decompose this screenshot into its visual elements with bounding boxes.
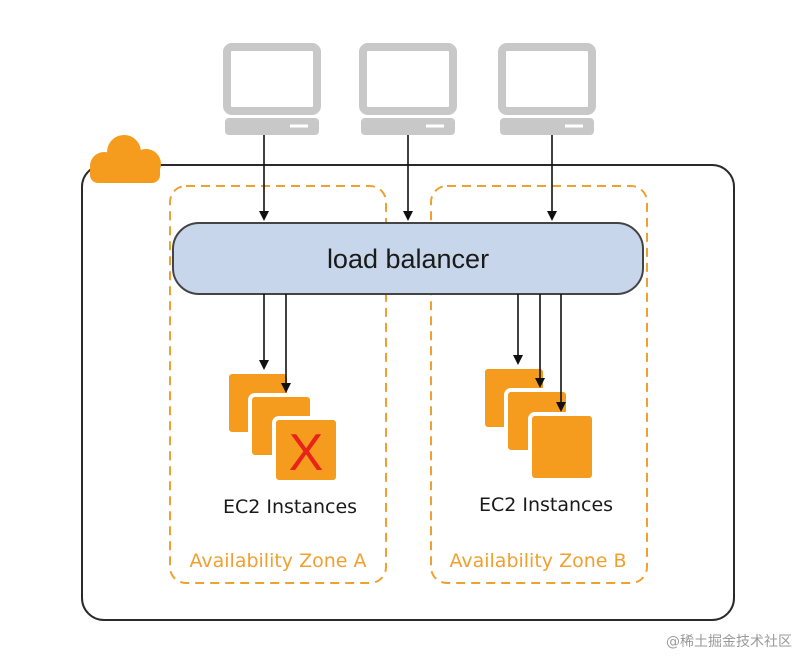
zone-b-label: Availability Zone B — [449, 550, 626, 572]
client-computer-1 — [223, 43, 321, 135]
availability-zone-b — [430, 185, 648, 584]
ec2-instances-label-b: EC2 Instances — [479, 494, 613, 516]
ec2-stack-zone-b — [481, 365, 596, 482]
availability-zone-a — [169, 185, 387, 584]
ec2-instances-label-a: EC2 Instances — [223, 496, 357, 518]
load-balancer — [172, 222, 644, 295]
watermark: @稀土掘金技术社区 — [666, 634, 792, 650]
cloud-icon — [90, 135, 161, 183]
ec2-stack-zone-a — [225, 370, 340, 484]
failed-instance-marker: X — [289, 424, 324, 482]
client-computer-2 — [359, 43, 457, 135]
zone-a-label: Availability Zone A — [189, 550, 366, 572]
load-balancer-label: load balancer — [327, 244, 489, 274]
client-computer-3 — [498, 43, 596, 135]
